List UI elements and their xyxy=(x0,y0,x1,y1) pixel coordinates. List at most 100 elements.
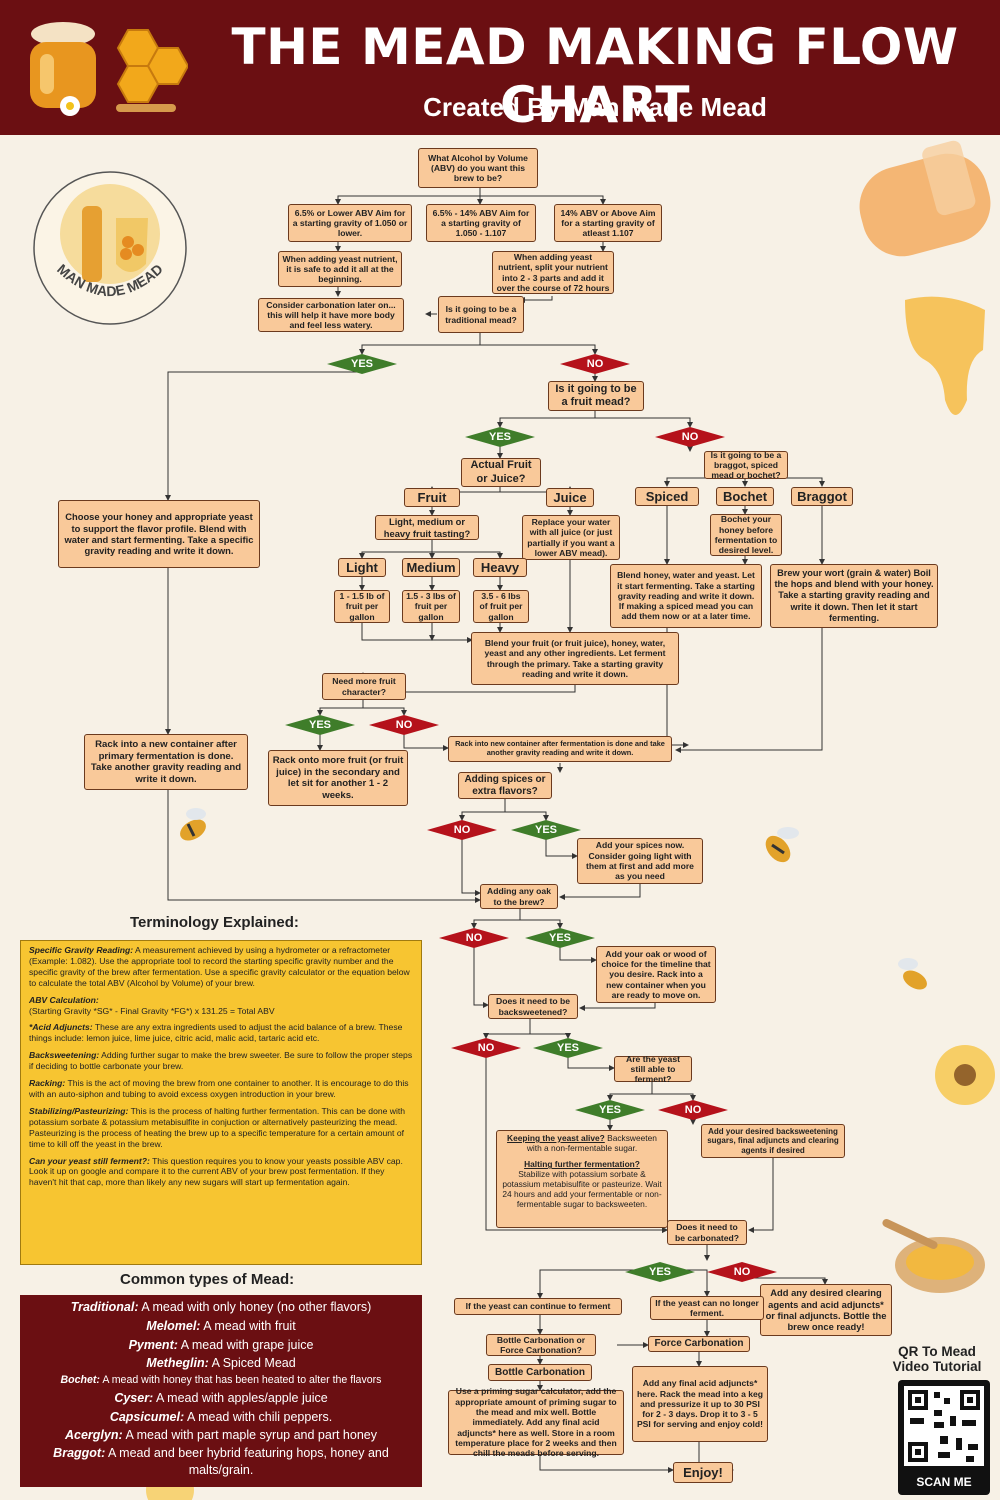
choose-honey-box: Choose your honey and appropriate yeast … xyxy=(58,500,260,568)
abv-high-box: 14% ABV or Above Aim for a starting grav… xyxy=(554,204,662,242)
halt-title: Halting further fermentation? xyxy=(524,1159,640,1170)
qr-code[interactable]: SCAN ME xyxy=(898,1380,990,1495)
type-item: Traditional: A mead with only honey (no … xyxy=(70,1300,372,1314)
more-fruit-question: Need more fruit character? xyxy=(322,673,406,700)
yes-diamond: YES xyxy=(625,1262,695,1282)
braggot-note-box: Brew your wort (grain & water) Boil the … xyxy=(770,564,938,628)
no-diamond: NO xyxy=(427,820,497,840)
honey-drip-decoration xyxy=(905,296,985,415)
yeast-options-box: Keeping the yeast alive? Backsweeten wit… xyxy=(496,1130,668,1228)
term-item: Backsweetening: Adding further sugar to … xyxy=(29,1050,413,1072)
spices-question: Adding spices or extra flavors? xyxy=(458,772,552,799)
traditional-question: Is it going to be a traditional mead? xyxy=(438,296,524,333)
term-item: Specific Gravity Reading: A measurement … xyxy=(29,945,410,988)
yes-diamond: YES xyxy=(285,715,355,735)
terminology-title: Terminology Explained: xyxy=(130,914,299,931)
type-item: Capsicumel: A mead with chili peppers. xyxy=(109,1409,333,1424)
yeast-can-box: If the yeast can continue to ferment xyxy=(454,1298,622,1315)
enjoy-label: Enjoy! xyxy=(673,1462,733,1483)
light-label: Light xyxy=(338,558,386,577)
add-oak-box: Add your oak or wood of choice for the t… xyxy=(596,946,716,1003)
no-diamond: NO xyxy=(707,1262,777,1282)
keep-alive-text: Backsweeten with a non-fermentable sugar… xyxy=(526,1133,657,1154)
bee-icon xyxy=(898,958,927,990)
rack-after-box: Rack into new container after fermentati… xyxy=(448,736,672,762)
yes-diamond: YES xyxy=(465,427,535,447)
abv-mid-box: 6.5% - 14% ABV Aim for a starting gravit… xyxy=(426,204,536,242)
fruit-mead-question: Is it going to be a fruit mead? xyxy=(548,381,644,411)
type-item: Bochet: A mead with honey that has been … xyxy=(60,1374,382,1386)
no-diamond: NO xyxy=(369,715,439,735)
types-panel: Traditional: A mead with only honey (no … xyxy=(20,1295,422,1487)
backsweeten-question: Does it need to be backsweetened? xyxy=(488,994,578,1019)
type-item: Braggot: A mead and beer hybrid featurin… xyxy=(53,1446,389,1478)
blend-fruit-box: Blend your fruit (or fruit juice), honey… xyxy=(471,632,679,685)
terminology-panel: Specific Gravity Reading: A measurement … xyxy=(20,940,422,1265)
yeast-able-question: Are the yeast still able to ferment? xyxy=(614,1054,692,1084)
rack-fruit-box: Rack onto more fruit (or fruit juice) in… xyxy=(268,750,408,806)
juice-label: Juice xyxy=(546,488,594,507)
yes-diamond: YES xyxy=(511,820,581,840)
scan-me-label: SCAN ME xyxy=(916,1475,972,1489)
carbonated-question: Does it need to be carbonated? xyxy=(667,1220,747,1245)
term-item: ABV Calculation:(Starting Gravity *SG* -… xyxy=(29,994,275,1016)
bee-icon xyxy=(765,827,799,863)
yes-diamond: YES xyxy=(525,928,595,948)
clearing-box: Add any desired clearing agents and acid… xyxy=(760,1284,892,1336)
honeycomb-icon xyxy=(116,29,188,112)
rack-primary-box: Rack into a new container after primary … xyxy=(84,734,248,790)
bee-icon xyxy=(180,808,206,841)
bochet-note-box: Bochet your honey before fermentation to… xyxy=(710,514,782,556)
fruit-label: Fruit xyxy=(404,488,460,507)
no-diamond: NO xyxy=(655,427,725,447)
term-item: Racking: This is the act of moving the b… xyxy=(29,1078,409,1099)
braggot-label: Braggot xyxy=(791,487,853,506)
yes-diamond: YES xyxy=(575,1100,645,1120)
type-item: Cyser: A mead with apples/apple juice xyxy=(114,1390,328,1405)
nutrient-low-box: When adding yeast nutrient, it is safe t… xyxy=(278,251,402,287)
qr-title: QR To Mead Video Tutorial xyxy=(892,1344,982,1374)
type-item: Melomel: A mead with fruit xyxy=(146,1318,296,1333)
keep-alive-title: Keeping the yeast alive? xyxy=(507,1133,605,1143)
term-item: Stabilizing/Pasteurizing: This is the pr… xyxy=(29,1105,406,1149)
bochet-label: Bochet xyxy=(716,487,774,506)
braggot-question: Is it going to be a braggot, spiced mead… xyxy=(704,450,788,480)
add-spices-box: Add your spices now. Consider going ligh… xyxy=(577,838,703,884)
bottle-note-box: Use a priming sugar calculator, add the … xyxy=(448,1386,624,1458)
yes-diamond: YES xyxy=(533,1038,603,1058)
heavy-amount-box: 3.5 - 6 lbs of fruit per gallon xyxy=(473,590,529,623)
term-item: Can your yeast still ferment?: This ques… xyxy=(29,1155,403,1188)
type-item: Pyment: A mead with grape juice xyxy=(128,1337,314,1352)
page-title: THE MEAD MAKING FLOW CHART xyxy=(231,18,959,134)
force-carbonation-label: Force Carbonation xyxy=(648,1336,750,1352)
honey-jar-decoration xyxy=(859,140,991,257)
qr-pattern-icon xyxy=(904,1386,984,1466)
add-desired-box: Add your desired backsweetening sugars, … xyxy=(701,1124,845,1158)
no-diamond: NO xyxy=(658,1100,728,1120)
flower-decoration xyxy=(935,1045,995,1105)
honey-spoon-decoration xyxy=(882,1219,985,1293)
halt-text: Stabilize with potassium sorbate & potas… xyxy=(502,1169,662,1210)
spiced-label: Spiced xyxy=(635,487,699,506)
yeast-cannot-box: If the yeast can no longer ferment. xyxy=(650,1296,764,1320)
no-diamond: NO xyxy=(439,928,509,948)
fruit-or-juice-question: Actual Fruit or Juice? xyxy=(461,458,541,487)
type-item: Acerglyn: A mead with part maple syrup a… xyxy=(65,1428,377,1443)
bottle-or-force-question: Bottle Carbonation or Force Carbonation? xyxy=(486,1334,596,1356)
no-diamond: NO xyxy=(451,1038,521,1058)
yes-diamond: YES xyxy=(327,354,397,374)
medium-amount-box: 1.5 - 3 lbs of fruit per gallon xyxy=(402,590,460,623)
types-title: Common types of Mead: xyxy=(120,1271,295,1288)
nutrient-high-box: When adding yeast nutrient, split your n… xyxy=(492,251,614,294)
carbonation-note-box: Consider carbonation later on... this wi… xyxy=(258,298,404,332)
oak-question: Adding any oak to the brew? xyxy=(480,884,558,909)
medium-label: Medium xyxy=(402,558,460,577)
bottle-carbonation-label: Bottle Carbonation xyxy=(488,1364,592,1381)
abv-question: What Alcohol by Volume (ABV) do you want… xyxy=(418,148,538,188)
man-made-mead-logo: MAN MADE MEAD xyxy=(33,171,187,325)
abv-low-box: 6.5% or Lower ABV Aim for a starting gra… xyxy=(288,204,412,242)
type-item: Metheglin: A Spiced Mead xyxy=(146,1356,296,1371)
force-note-box: Add any final acid adjuncts* here. Rack … xyxy=(632,1366,768,1442)
spiced-note-box: Blend honey, water and yeast. Let it sta… xyxy=(610,564,762,628)
juice-note-box: Replace your water with all juice (or ju… xyxy=(522,515,620,560)
